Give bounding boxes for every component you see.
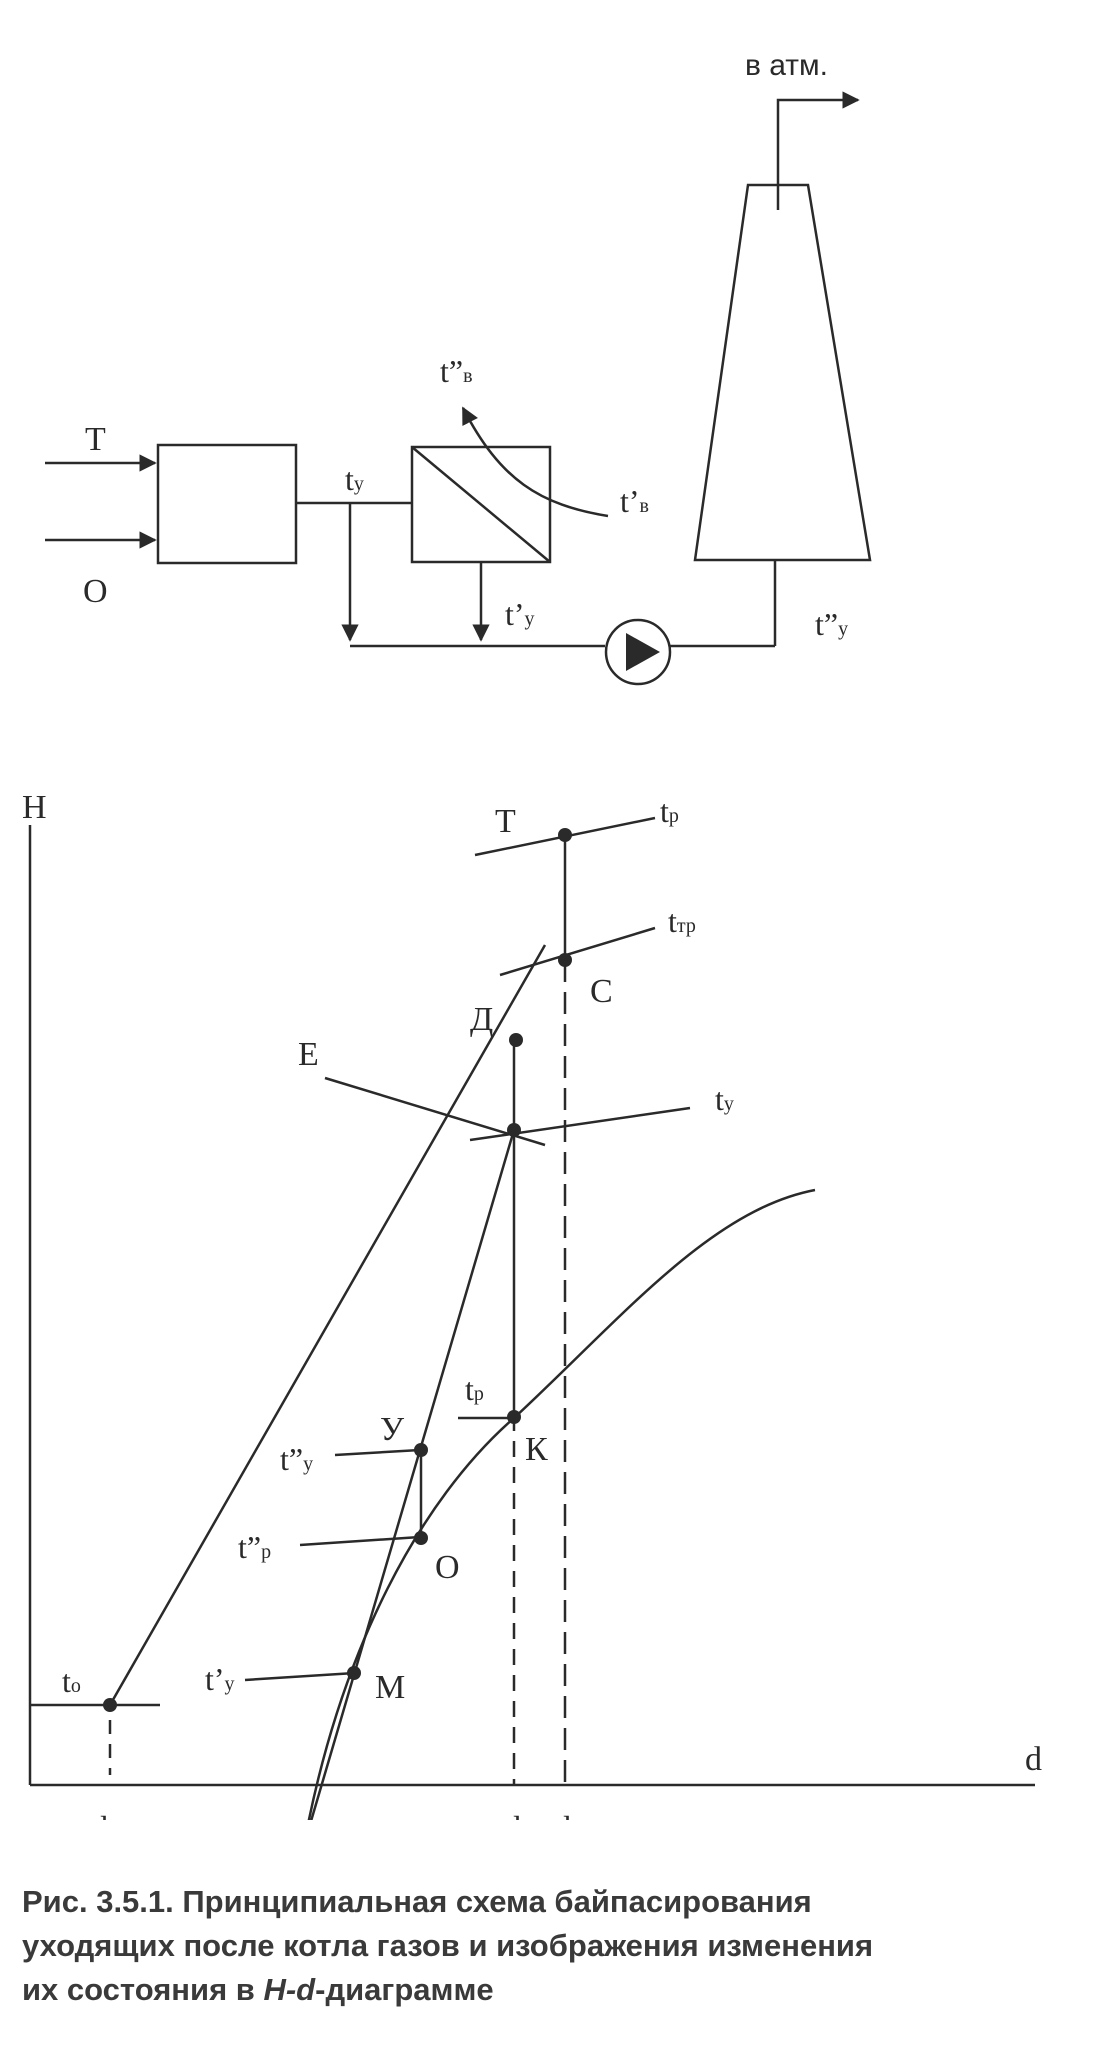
scheme-t2y-label: t”у: [815, 606, 848, 642]
diagram-points: [103, 828, 572, 1712]
point-M-label: M: [375, 1669, 405, 1706]
atm-label: в атм.: [745, 49, 828, 82]
scheme-t1y-label: t’у: [505, 596, 535, 632]
isotherm-t2p: [299, 1535, 421, 1547]
label-t2p: t”р: [238, 1529, 271, 1565]
boiler-box: [156, 443, 298, 565]
atm-outlet-line: [776, 91, 860, 210]
scheme-t1v-label: t’в: [620, 483, 649, 519]
label-ttr: tтр: [668, 903, 696, 939]
fan-circle: [604, 618, 672, 686]
saturation-curve: [307, 1188, 816, 1820]
point-D-dot: [509, 1033, 523, 1047]
isotherm-ttr: [499, 926, 656, 977]
point-D-label: Д: [470, 1001, 493, 1038]
axis-h-label: H: [22, 789, 47, 826]
point-C-dot: [558, 953, 572, 967]
oxidizer-input-label: O: [83, 573, 108, 610]
fan-triangle-icon: [626, 633, 660, 671]
point-E-label: E: [298, 1036, 319, 1073]
label-t2y: t”у: [280, 1441, 313, 1477]
point-U-dot: [414, 1443, 428, 1457]
isotherm-t2y: [334, 1448, 421, 1457]
label-ty: tу: [715, 1081, 734, 1117]
point-U-label: У: [380, 1411, 405, 1448]
point-K-label: К: [525, 1431, 548, 1468]
isotherm-ty: [469, 1106, 691, 1142]
chimney: [693, 183, 872, 562]
caption-line-1: Рис. 3.5.1. Принципиальная схема байпаси…: [22, 1884, 812, 1919]
label-tp-mid: tp: [465, 1371, 484, 1407]
axis-d-label: d: [1025, 1741, 1042, 1778]
flow-scheme: [45, 91, 872, 686]
label-dt: dt: [555, 1809, 577, 1820]
label-t1y: t’у: [205, 1661, 235, 1697]
point-T-dot: [558, 828, 572, 842]
point-K-dot: [507, 1410, 521, 1424]
scheme-t2v-label: t”в: [440, 353, 473, 389]
caption-line-3: их состояния в H-d-диаграмме: [22, 1972, 494, 2007]
label-d-mid: d: [505, 1809, 521, 1820]
label-d0: do: [92, 1809, 118, 1820]
point-ty-dot: [507, 1123, 521, 1137]
point-O-label: O: [435, 1549, 460, 1586]
point-T-label: T: [495, 803, 516, 840]
caption-line-2: уходящих после котла газов и изображения…: [22, 1928, 874, 1963]
scheme-and-hd-diagram: в атм. T O tу t”в t’в t’у t”у: [22, 49, 1042, 1820]
label-tp-top: tp: [660, 793, 679, 829]
point-O-dot: [414, 1531, 428, 1545]
hd-diagram: [28, 816, 1035, 1820]
isotherm-t1y: [244, 1671, 356, 1682]
water-stream-curve: [461, 406, 609, 518]
heat-exchanger-diagonal: [411, 446, 551, 563]
mixing-line-0C: [108, 944, 547, 1706]
line-ty-M: [310, 1129, 516, 1820]
point-t0-dot: [103, 1698, 117, 1712]
point-M-dot: [347, 1666, 361, 1680]
scheme-ty-label: tу: [345, 461, 364, 497]
figure-caption: Рис. 3.5.1. Принципиальная схема байпаси…: [22, 1880, 1082, 2012]
fuel-input-label: T: [85, 421, 106, 458]
point-C-label: C: [590, 973, 613, 1010]
label-t0: to: [62, 1663, 81, 1699]
